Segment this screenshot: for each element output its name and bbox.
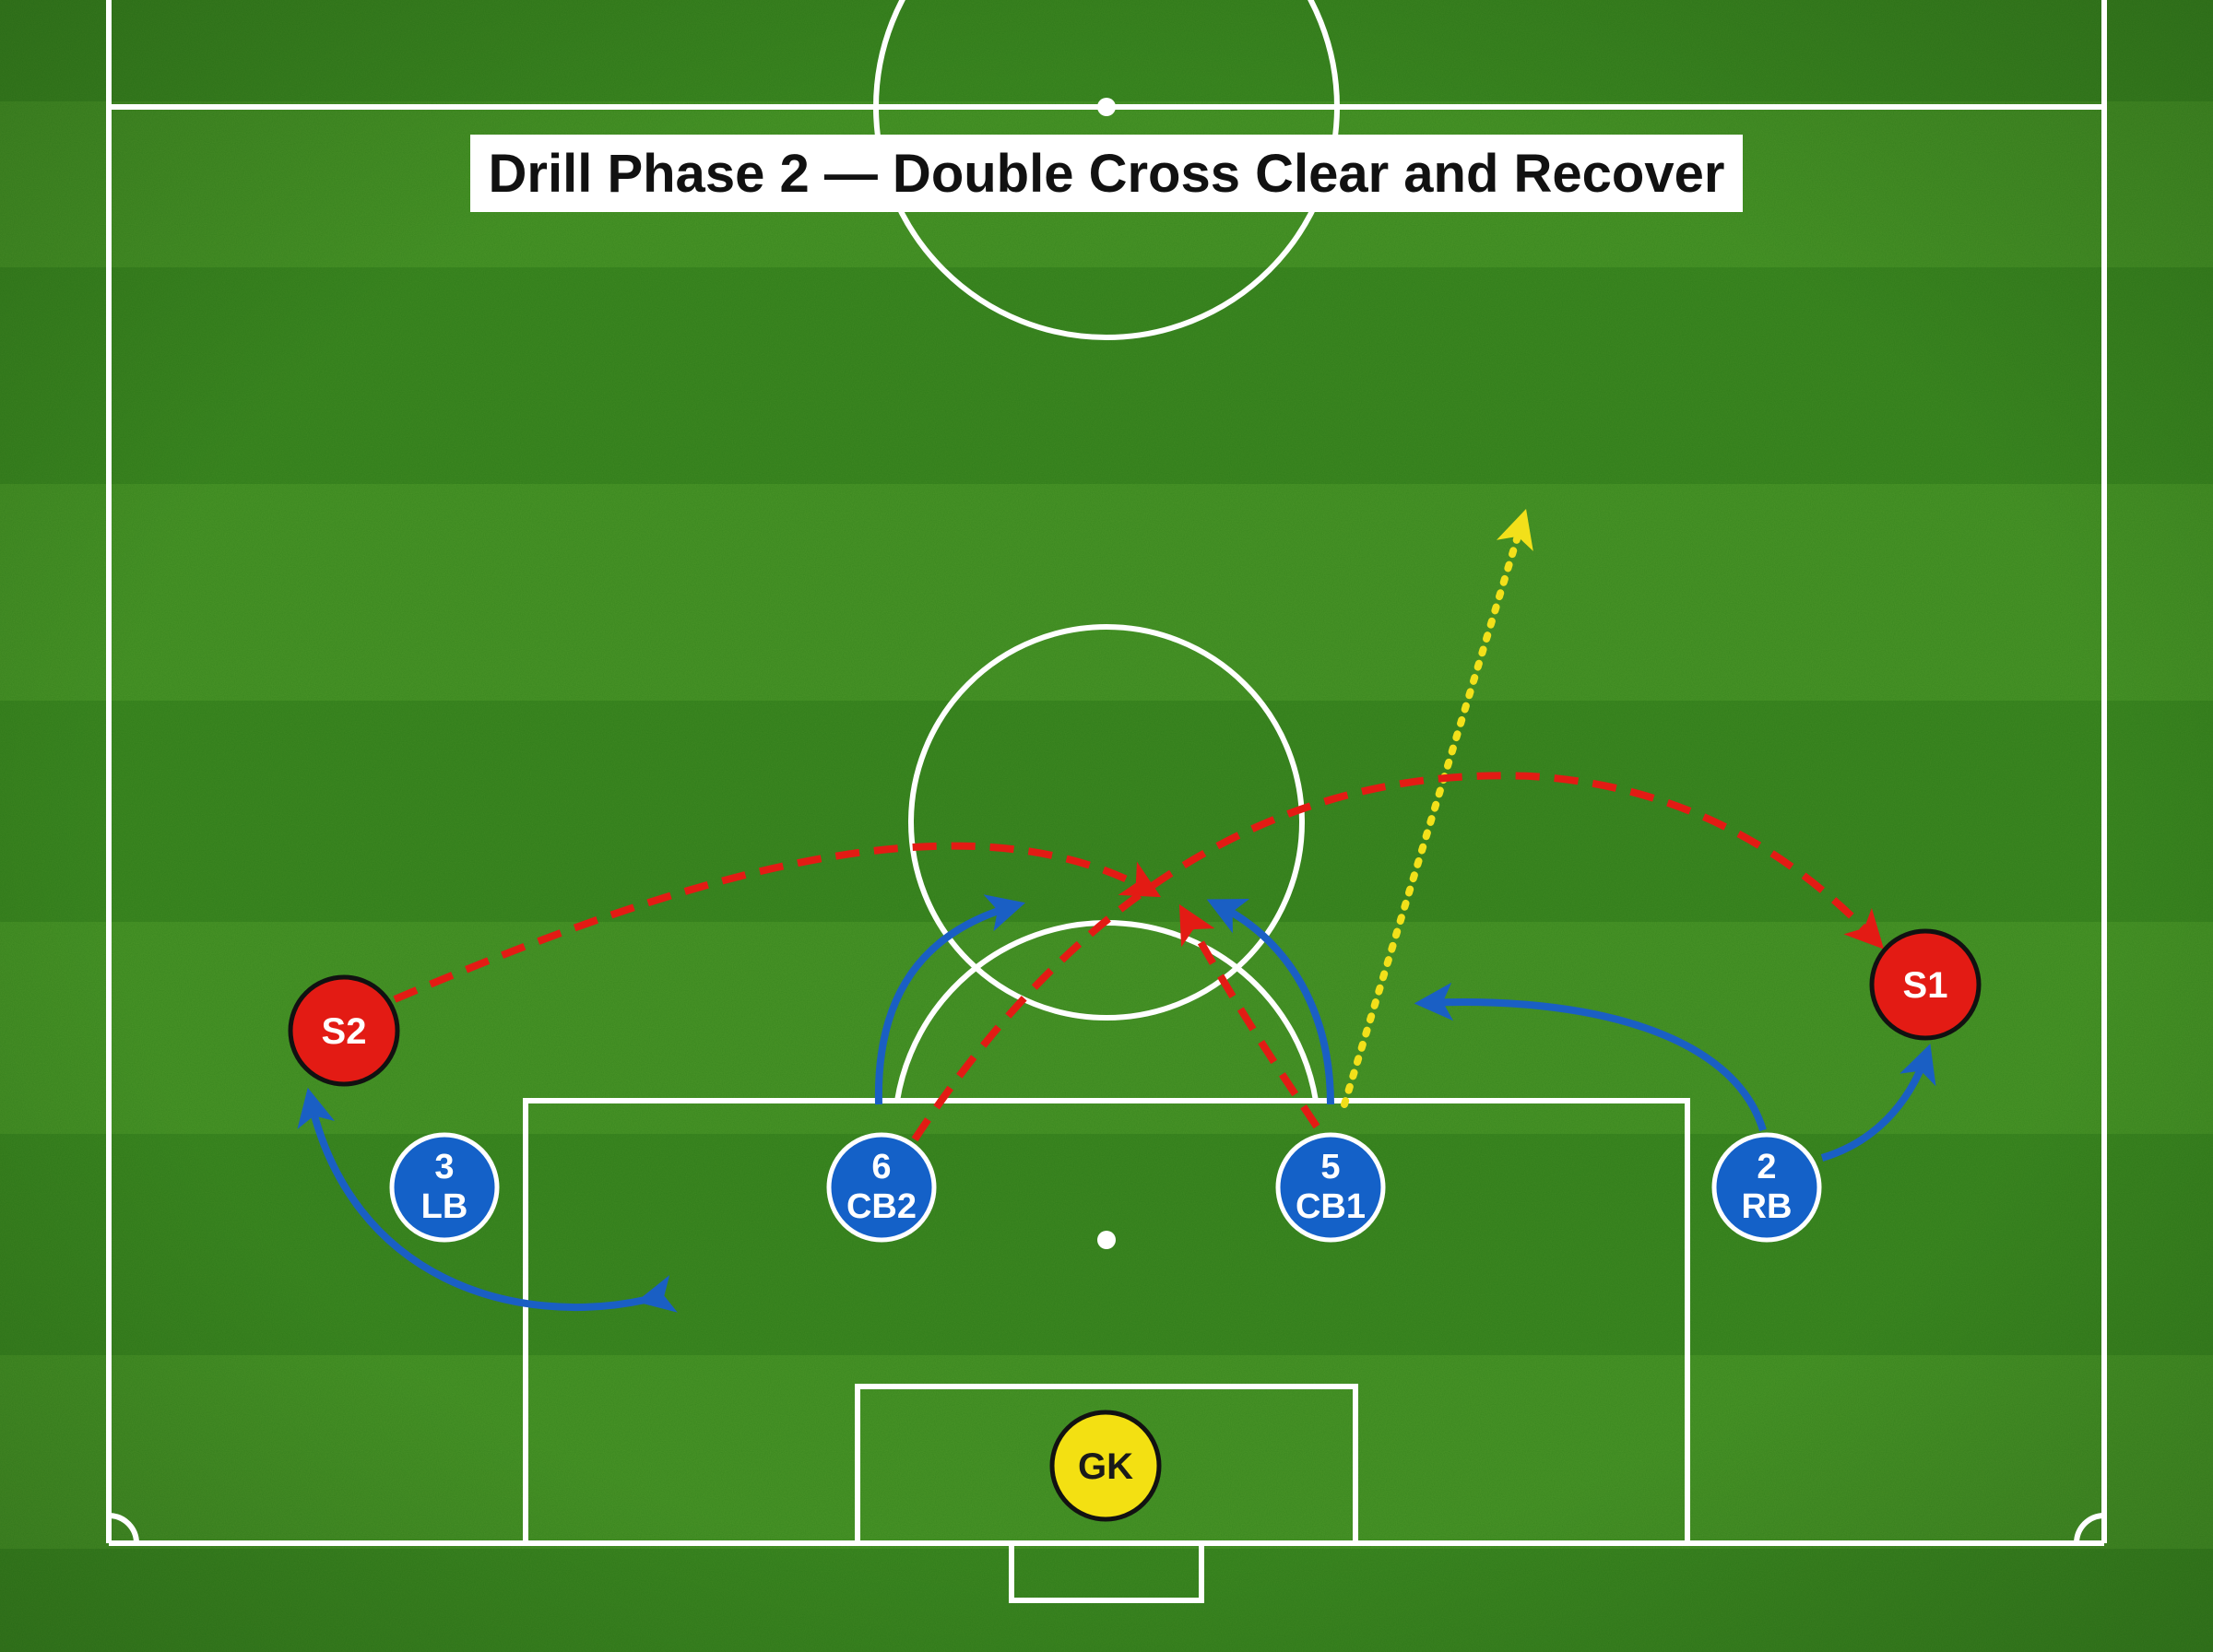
- player-cb1: 5 CB1: [1275, 1132, 1386, 1243]
- title-background: [470, 135, 1743, 212]
- player-lb-marker: [389, 1132, 500, 1243]
- player-lb-position: LB: [421, 1187, 468, 1226]
- attacker-s2-label: S2: [322, 1011, 367, 1052]
- attacker-s1: S1: [1869, 928, 1982, 1041]
- pitch-markings: [106, 0, 2107, 1603]
- player-cb2: 6 CB2: [826, 1132, 937, 1243]
- cb2-run-arrow: [874, 894, 1026, 1105]
- rb-inside-run-arrow: [1414, 982, 1767, 1132]
- player-rb-marker: [1711, 1132, 1822, 1243]
- drill-title: Drill Phase 2 — Double Cross Clear and R…: [489, 144, 1725, 204]
- player-cb1-number: 5: [1320, 1148, 1340, 1186]
- centre-spot: [1097, 98, 1116, 116]
- player-cb1-marker: [1275, 1132, 1386, 1243]
- cross-arrow-cb2-to-s1: [911, 772, 1885, 1142]
- attacker-s2: S2: [288, 974, 400, 1087]
- clearance-arrow: [1341, 509, 1533, 1108]
- corner-arc-right: [2074, 1513, 2105, 1544]
- player-cb2-position: CB2: [846, 1187, 917, 1226]
- attacker-s2-marker: [288, 974, 400, 1087]
- centre-circle: [873, 0, 1340, 340]
- rb-to-s1-run-arrow: [1820, 1044, 1936, 1162]
- penalty-spot: [1097, 1231, 1116, 1249]
- lb-recovery-run-arrow: [297, 1087, 678, 1313]
- cb1-run-arrow: [1206, 899, 1334, 1105]
- movement-arrows: [297, 509, 1936, 1313]
- marked-zone-circle: [908, 624, 1305, 1021]
- goal: [1009, 1540, 1204, 1603]
- player-rb-number: 2: [1757, 1148, 1776, 1186]
- player-cb1-position: CB1: [1296, 1187, 1366, 1226]
- drill-title-box: Drill Phase 2 — Double Cross Clear and R…: [470, 135, 1743, 212]
- cross-arrow-cb1-to-box: [1178, 903, 1320, 1129]
- player-lb-number: 3: [434, 1148, 454, 1186]
- cross-arrow-s2-to-box: [393, 842, 1162, 1003]
- player-cb2-number: 6: [871, 1148, 891, 1186]
- player-lb: 3 LB: [389, 1132, 500, 1243]
- player-rb: 2 RB: [1711, 1132, 1822, 1243]
- players: 3 LB 6 CB2 5 CB1 2 RB S1 S2 GK: [288, 928, 1982, 1522]
- player-cb2-marker: [826, 1132, 937, 1243]
- player-rb-position: RB: [1742, 1187, 1793, 1226]
- attacker-s1-label: S1: [1903, 965, 1948, 1006]
- attacker-s1-marker: [1869, 928, 1982, 1041]
- corner-arc-left: [108, 1513, 139, 1544]
- goalkeeper-marker: [1049, 1410, 1162, 1522]
- goalkeeper: GK: [1049, 1410, 1162, 1522]
- goalkeeper-label: GK: [1078, 1446, 1133, 1487]
